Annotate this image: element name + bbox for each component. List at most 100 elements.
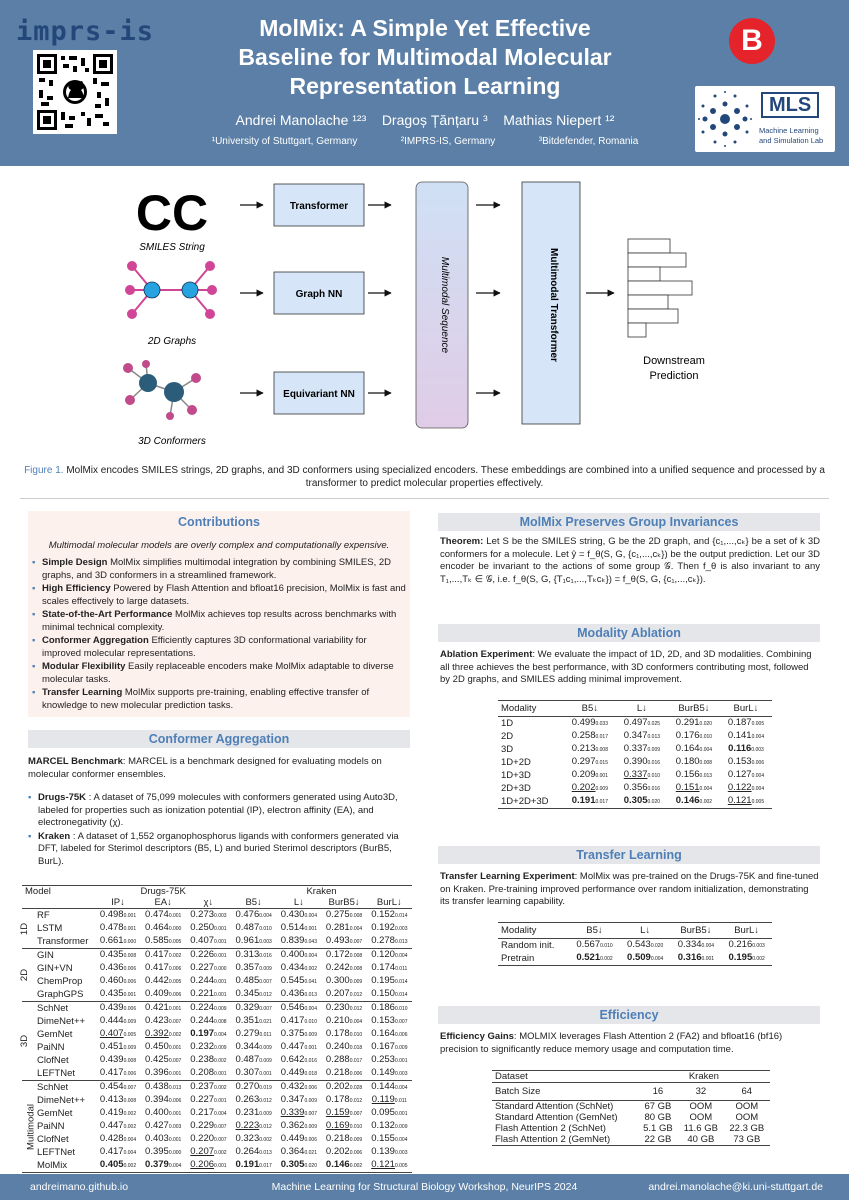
- footer-email-link[interactable]: andrei.manolache@ki.uni-stuttgart.de: [648, 1181, 823, 1193]
- cell-std: 0.004: [394, 1085, 408, 1091]
- conformer-icon: [123, 360, 201, 420]
- table-cell: 0.4170.006: [95, 1067, 140, 1081]
- cell-value: 0.485: [235, 975, 260, 986]
- table-cell: 0.1460.002: [321, 1159, 366, 1173]
- cell-std: 0.003: [394, 926, 408, 932]
- cell-value: 0.434: [280, 962, 305, 973]
- cell-value: 0.178: [325, 1094, 350, 1105]
- cell-std: 0.004: [123, 1150, 137, 1156]
- cell-value: 0.430: [280, 909, 305, 920]
- cell-std: 0.008: [349, 953, 363, 959]
- cell-std: 0.009: [349, 1137, 363, 1143]
- cell-value: 0.119: [371, 1094, 395, 1105]
- table-cell: 0.4050.002: [95, 1159, 140, 1173]
- table-cell: 0.1870.005: [720, 717, 772, 731]
- table-cell: 0.4760.004: [231, 909, 276, 923]
- cell-value: 0.305: [280, 1159, 305, 1170]
- table-cell: 0.5090.004: [620, 952, 671, 966]
- model-name: Transformer: [37, 936, 89, 947]
- table-header: BurB5↓: [328, 897, 360, 908]
- cell-std: 0.001: [168, 1006, 182, 1012]
- row-label: 2D+3D: [501, 783, 531, 794]
- cell-std: 0.014: [394, 992, 408, 998]
- mls-subtitle-2: and Simulation Lab: [759, 136, 824, 145]
- theorem-label: Theorem:: [440, 536, 484, 547]
- row-label: 1D+2D+3D: [501, 796, 549, 807]
- efficiency-label: Efficiency Gains: [440, 1031, 514, 1042]
- table-cell: [22, 897, 34, 909]
- cell-std: 0.008: [349, 913, 363, 919]
- cell-std: 0.004: [751, 786, 765, 792]
- cell-std: 0.002: [699, 799, 713, 805]
- cell-std: 0.001: [123, 913, 137, 919]
- cell-std: 0.004: [751, 773, 765, 779]
- cell-value: 0.229: [190, 1120, 215, 1131]
- cell-value: 0.961: [235, 935, 260, 946]
- cell-value: 0.307: [235, 1067, 260, 1078]
- table-cell: 0.4270.003: [141, 1120, 186, 1133]
- cell-std: 0.001: [214, 926, 227, 932]
- table-cell: 0.1550.004: [367, 1133, 412, 1146]
- cell-value: 0.178: [325, 1028, 350, 1039]
- cell-std: 0.009: [394, 1045, 408, 1051]
- footer-website-link[interactable]: andreimano.github.io: [30, 1181, 129, 1193]
- caption-label: Figure 1.: [24, 465, 64, 476]
- cell-std: 0.004: [394, 1137, 408, 1143]
- table-cell: 0.1640.006: [367, 1028, 412, 1041]
- cell-value: 0.498: [99, 909, 124, 920]
- table-cell: 0.3750.009: [276, 1028, 321, 1041]
- cell-value: 0.439: [99, 1002, 124, 1013]
- cell-value: 0.409: [145, 988, 169, 999]
- model-name: RF: [37, 910, 50, 921]
- cell-value: 0.237: [190, 1081, 215, 1092]
- cell-value: 0.232: [190, 1041, 215, 1052]
- cell-std: 0.009: [259, 966, 272, 972]
- table-cell: 0.1190.011: [367, 1094, 412, 1107]
- qr-code-icon[interactable]: [33, 50, 117, 134]
- cell-value: 0.451: [99, 1041, 124, 1052]
- cell-value: 0.417: [99, 1146, 124, 1157]
- cell-value: 0.240: [325, 1041, 350, 1052]
- cell-std: 0.005: [168, 979, 182, 985]
- cell-value: 0.313: [235, 949, 260, 960]
- efficiency-body: : MOLMIX leverages Flash Attention 2 (FA…: [440, 1031, 783, 1055]
- table-header: 16: [652, 1086, 664, 1097]
- cell-value: 0.209: [571, 769, 596, 780]
- cell-std: 0.007: [304, 1111, 317, 1117]
- cell-std: 0.001: [168, 1045, 182, 1051]
- cell-std: 0.006: [123, 979, 137, 985]
- multimodal-sequence-block: [415, 181, 469, 429]
- cell-value: 0.329: [235, 1002, 260, 1013]
- cell-value: 0.192: [371, 922, 395, 933]
- cell-value: 0.476: [235, 909, 260, 920]
- cell-std: 0.004: [214, 1111, 227, 1117]
- graph-icon: [130, 265, 212, 315]
- model-name: LSTM: [37, 923, 63, 934]
- cell-std: 0.012: [349, 992, 363, 998]
- cell-std: 0.001: [595, 773, 608, 779]
- table-cell: 0.3900.016: [616, 756, 668, 769]
- cell-value: 0.438: [145, 1081, 169, 1092]
- cell-value: 0.213: [571, 743, 596, 754]
- table-cell: 0.4470.002: [95, 1120, 140, 1133]
- affiliation-3: ³Bitdefender, Romania: [538, 136, 639, 147]
- cell-std: 0.001: [214, 953, 227, 959]
- cell-std: 0.002: [752, 956, 765, 962]
- table-cell: 0.1510.004: [668, 782, 720, 795]
- table-cell: 0.2440.008: [186, 1015, 231, 1028]
- cell-value: 0.392: [145, 1028, 169, 1039]
- table-cell: 0.4640.000: [141, 922, 186, 935]
- cell-std: 0.008: [123, 953, 137, 959]
- cell-value: 0.172: [325, 949, 350, 960]
- cell-value: 0.146: [325, 1159, 350, 1170]
- cell-std: 0.013: [394, 939, 408, 945]
- table-cell: 0.4190.002: [95, 1107, 140, 1120]
- table-cell: 0.4250.007: [141, 1054, 186, 1067]
